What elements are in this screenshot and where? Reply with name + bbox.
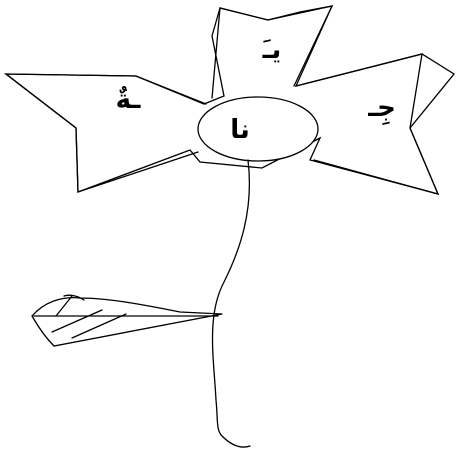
petal-right-label: جِـ bbox=[367, 93, 396, 125]
flower-center bbox=[198, 97, 318, 161]
petal-left-label: ـةٌ bbox=[116, 85, 142, 115]
petal-top-label: يـَ bbox=[262, 35, 282, 65]
leaf-outline bbox=[32, 298, 222, 346]
flower-stem bbox=[213, 160, 251, 447]
center-label: نا bbox=[230, 115, 250, 145]
